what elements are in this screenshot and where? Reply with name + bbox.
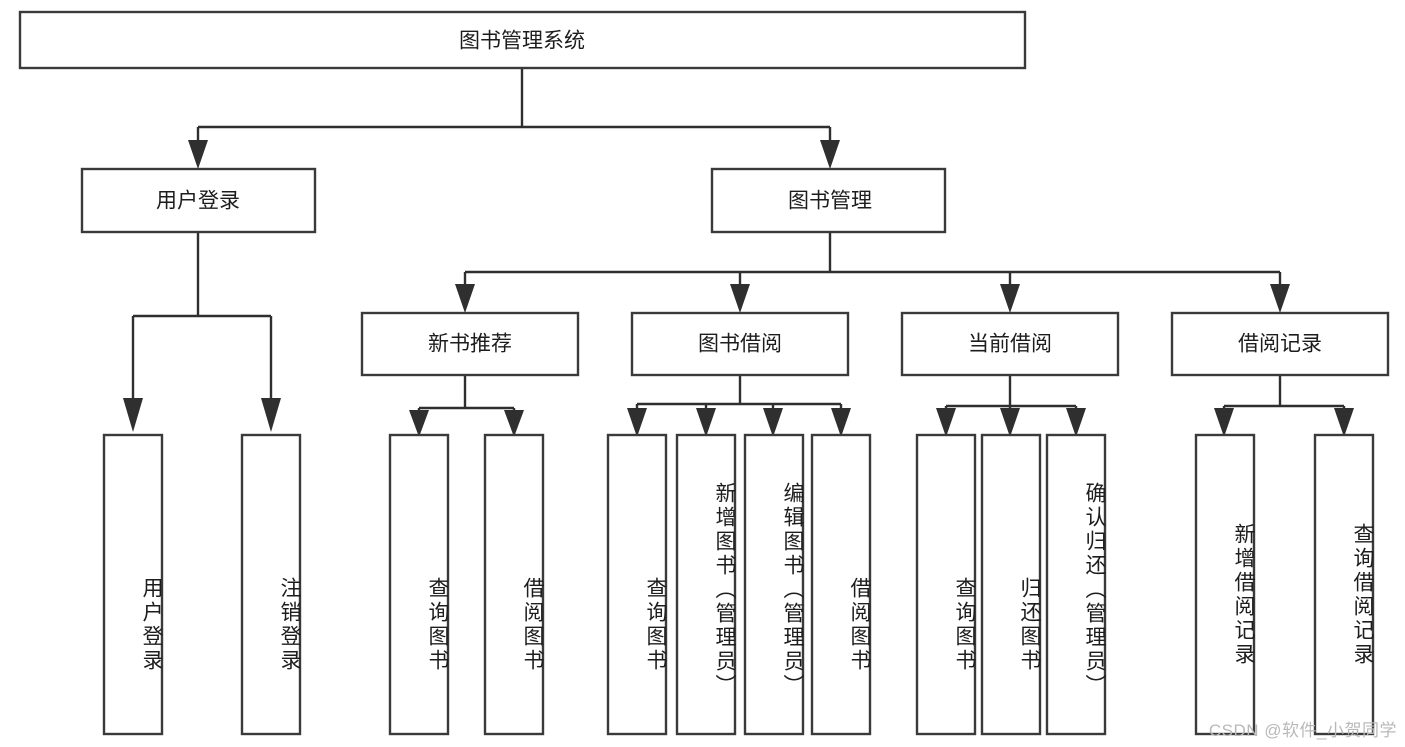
- connector-group-book-borrow-to-leaves: [627, 375, 851, 437]
- node-leaf-bb-add-book[interactable]: [675, 433, 737, 736]
- arrow-head-l3-4: [1270, 284, 1290, 313]
- arrow-head-book-manage: [820, 140, 840, 169]
- connector-group-user-login-to-leaves: [123, 232, 281, 432]
- connector-group-borrow-record-to-leaves: [1214, 375, 1354, 437]
- node-book-borrow-label: 图书借阅: [698, 333, 782, 356]
- node-borrow-record-label: 借阅记录: [1238, 333, 1322, 356]
- node-leaf-bb-query-book[interactable]: [606, 433, 668, 736]
- arrow-head-br-2: [1334, 408, 1354, 437]
- arrow-head-l3-1: [455, 284, 475, 313]
- arrow-head-cb-2: [1000, 408, 1020, 437]
- arrow-head-cb-3: [1066, 408, 1086, 437]
- csdn-watermark: CSDN @软件_小贺同学: [1208, 721, 1397, 740]
- node-root[interactable]: [18, 10, 1027, 70]
- connector-group-root-to-level2: [188, 68, 840, 169]
- arrow-head-ul-1: [123, 398, 143, 432]
- arrow-head-br-1: [1214, 408, 1234, 437]
- arrow-head-nb-1: [409, 410, 429, 437]
- node-current-borrow[interactable]: [900, 311, 1120, 377]
- node-leaf-br-add-record[interactable]: [1194, 433, 1256, 736]
- node-leaf-logout[interactable]: [240, 433, 302, 736]
- node-leaf-br-query-record[interactable]: [1313, 433, 1375, 736]
- node-current-borrow-label: 当前借阅: [968, 333, 1052, 356]
- node-new-book-recommend[interactable]: [360, 311, 580, 377]
- arrow-head-cb-1: [936, 408, 956, 437]
- node-book-borrow[interactable]: [630, 311, 850, 377]
- node-leaf-bb-edit-book[interactable]: [743, 433, 805, 736]
- node-root-label: 图书管理系统: [459, 30, 585, 53]
- arrow-head-bb-4: [831, 408, 851, 437]
- node-leaf-nb-borrow-book[interactable]: [483, 433, 545, 736]
- node-leaf-user-login[interactable]: [102, 433, 164, 736]
- node-user-login-label: 用户登录: [156, 190, 240, 213]
- node-leaf-cb-confirm-return[interactable]: [1045, 433, 1107, 736]
- arrow-head-bb-3: [763, 408, 783, 437]
- node-leaf-cb-query-book[interactable]: [915, 433, 977, 736]
- node-leaf-nb-query-book[interactable]: [388, 433, 450, 736]
- arrow-head-l3-3: [1000, 284, 1020, 313]
- arrow-head-bb-2: [696, 408, 716, 437]
- node-leaf-cb-return-book[interactable]: [980, 433, 1042, 736]
- node-user-login[interactable]: [80, 167, 317, 234]
- arrow-head-nb-2: [504, 410, 524, 437]
- connector-group-book-manage-to-level3: [455, 232, 1290, 313]
- arrow-head-l3-2: [730, 284, 750, 313]
- arrow-head-bb-1: [627, 408, 647, 437]
- node-leaf-bb-borrow-book[interactable]: [810, 433, 872, 736]
- connector-group-current-borrow-to-leaves: [936, 375, 1086, 437]
- connector-group-new-book-to-leaves: [409, 375, 524, 437]
- node-new-book-recommend-label: 新书推荐: [428, 333, 512, 356]
- node-borrow-record[interactable]: [1170, 311, 1390, 377]
- node-book-manage[interactable]: [710, 167, 947, 234]
- node-book-manage-label: 图书管理: [788, 190, 872, 213]
- arrow-head-user-login: [188, 140, 208, 169]
- arrow-head-ul-2: [261, 398, 281, 432]
